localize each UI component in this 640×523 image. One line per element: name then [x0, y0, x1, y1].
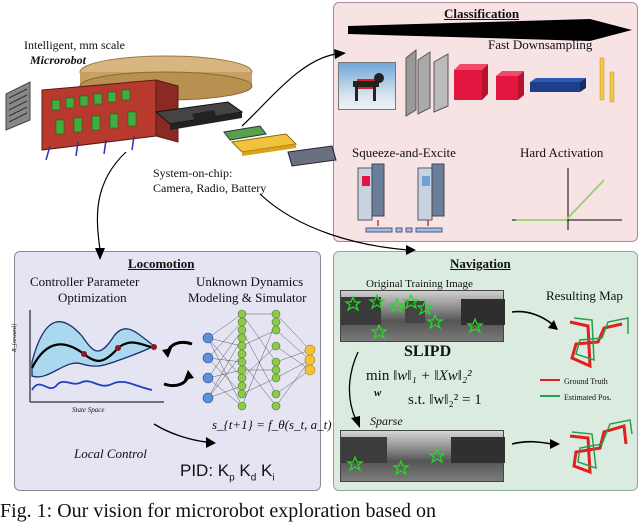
robot-to-classification-curve	[241, 49, 346, 127]
pid-kp-sub: p	[229, 472, 235, 484]
slipd-objective: min ‖w‖₁ + ‖Xw‖₂²	[366, 368, 472, 384]
slipd-title: SLIPD	[404, 343, 452, 360]
controller-label-line2: Optimization	[58, 290, 127, 305]
locomotion-title: Locomotion	[128, 256, 195, 271]
soc-label-line1: System-on-chip:	[153, 166, 233, 180]
robot-label-line2: Microrobot	[30, 53, 87, 67]
min-operator: min	[366, 368, 390, 384]
fast-downsampling-label: Fast Downsampling	[488, 37, 593, 52]
local-control-arrow	[153, 423, 216, 448]
original-training-image-label: Original Training Image	[366, 278, 473, 290]
robot-to-locomotion-curve	[95, 151, 127, 260]
dynamics-label-line2: Modeling & Simulator	[188, 290, 307, 305]
squeeze-excite-diagram	[357, 163, 445, 233]
legend-ground-truth: Ground Truth	[564, 377, 608, 386]
dog-input-image	[338, 62, 396, 110]
squeeze-excite-label: Squeeze-and-Excite	[352, 145, 456, 160]
state-space-axis-label: State Space	[72, 406, 105, 414]
local-control-label: Local Control	[74, 446, 147, 461]
min-subscript: w	[374, 387, 382, 399]
legend-estimated: Estimated Pos.	[564, 393, 612, 402]
map-legend-swatches	[540, 379, 560, 397]
navigation-title: Navigation	[450, 256, 511, 271]
dynamics-equation: s_{t+1} = f_θ(s_t, a_t) + s_t	[212, 418, 362, 432]
resulting-map-label: Resulting Map	[546, 288, 623, 303]
hard-activation-plot	[512, 168, 622, 230]
sparse-arrow	[348, 351, 360, 428]
locomotion-panel	[14, 251, 321, 491]
classification-arrow-banner	[348, 19, 632, 41]
cnn-fast-downsampling-blocks	[405, 48, 615, 117]
robot-label-line1: Intelligent, mm scale	[24, 38, 125, 52]
resulting-map-plot	[569, 317, 629, 369]
pid-gains: PID: Kp Kd Ki	[180, 461, 275, 484]
classification-title: Classification	[444, 6, 520, 21]
dynamics-label-line1: Unknown Dynamics	[196, 274, 304, 289]
training-street-image	[340, 290, 505, 342]
soc-label-line2: Camera, Radio, Battery	[153, 181, 267, 195]
controller-optimization-plot	[29, 310, 164, 403]
pid-kd-sub: d	[250, 472, 257, 484]
dynamics-neural-network	[202, 309, 316, 411]
sparse-street-image	[340, 430, 505, 482]
robot-to-navigation-curve	[259, 193, 416, 255]
microrobot-illustration	[5, 55, 337, 167]
sparse-to-map-arrow	[511, 439, 560, 449]
controller-label-line1: Controller Parameter	[30, 274, 140, 289]
slipd-constraint: s.t. ‖w‖₂² = 1	[408, 392, 482, 408]
slipd-objective-terms: ‖w‖₁ + ‖Xw‖₂²	[393, 368, 472, 384]
training-to-map-arrow	[511, 310, 558, 330]
pid-prefix: PID: K	[180, 461, 230, 480]
dynamics-equation-text: s_{t+1} = f_θ(s_t, a_t) + s_t	[212, 417, 362, 432]
pid-ki-sub: i	[272, 472, 275, 484]
reward-axis-label: R_{reward}	[12, 323, 18, 352]
sparse-label: Sparse	[370, 414, 403, 428]
optimization-cycle-arrows	[162, 340, 194, 388]
sparse-map-plot	[569, 419, 633, 475]
hard-activation-label: Hard Activation	[520, 145, 604, 160]
figure-caption: Fig. 1: Our vision for microrobot explor…	[0, 500, 437, 522]
